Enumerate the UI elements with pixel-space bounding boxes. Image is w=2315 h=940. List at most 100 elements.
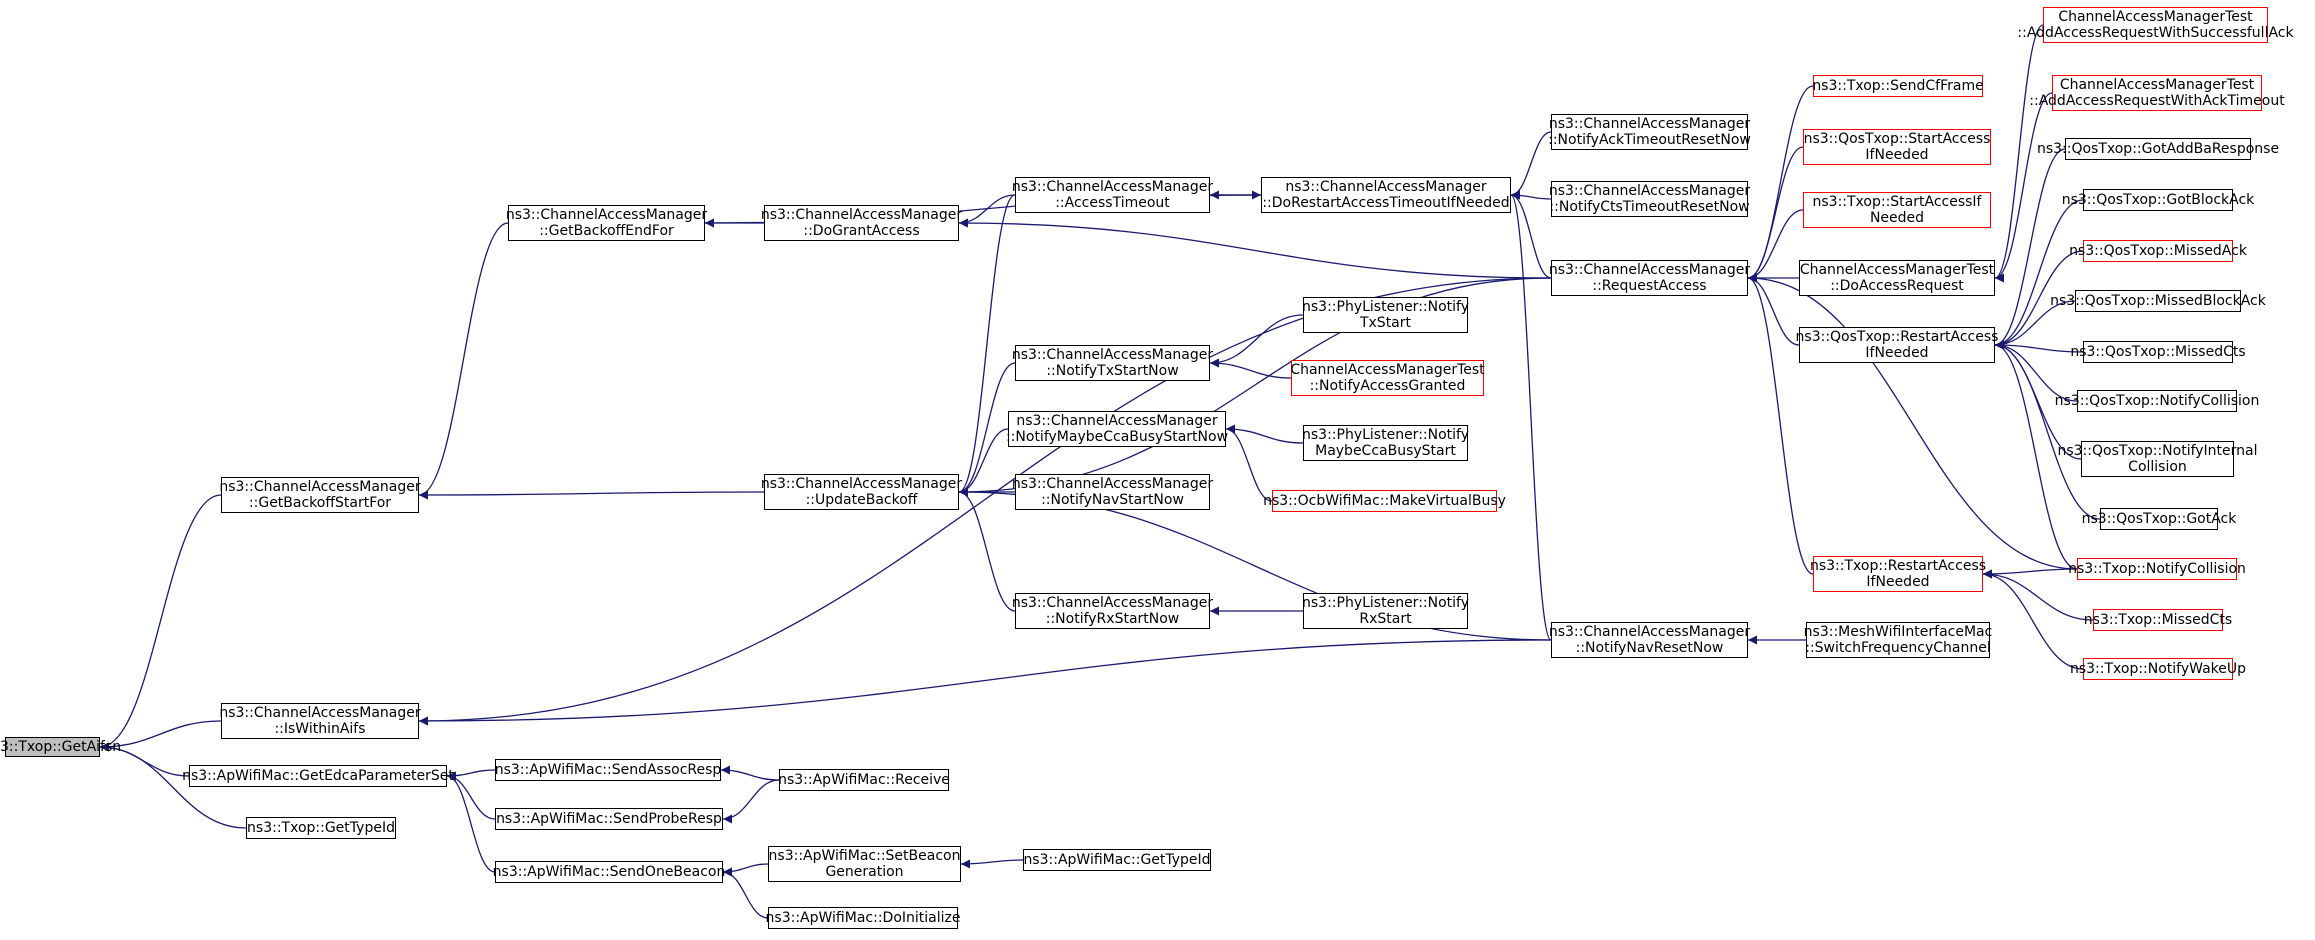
node-gbef[interactable]: ns3::ChannelAccessManager::GetBackoffEnd… [505,205,708,241]
node-txgti[interactable]: ns3::Txop::GetTypeId [246,817,396,839]
node-label: ns3::ChannelAccessManager [1011,179,1214,195]
node-label: ::AddAccessRequestWithAckTimeout [2029,93,2285,109]
edge-tsain-to-ra [1747,209,1804,283]
edge-spr-to-gepset [446,771,496,820]
edge-qgabr-to-qrain [1994,148,2066,350]
node-natrn[interactable]: ns3::ChannelAccessManager::NotifyAckTime… [1548,114,1751,150]
node-mwimsfc[interactable]: ns3::MeshWifiInterfaceMac::SwitchFrequen… [1804,622,1992,658]
edge-apgti-to-sbg [960,859,1024,869]
node-doi[interactable]: ns3::ApWifiMac::DoInitialize [765,907,961,929]
node-tnwu[interactable]: ns3::Txop::NotifyWakeUp [2070,658,2246,680]
node-gbsf[interactable]: ns3::ChannelAccessManager::GetBackoffSta… [219,477,421,513]
edge-tnwu-to-train [1982,569,2084,670]
node-at[interactable]: ns3::ChannelAccessManager::AccessTimeout [1011,177,1214,213]
node-label: ns3::Txop::SendCfFrame [1812,78,1984,94]
node-sob[interactable]: ns3::ApWifiMac::SendOneBeacon [493,861,725,883]
node-label: ns3::Txop::GetAifsn [0,739,122,755]
node-label: Needed [1869,210,1925,226]
node-label: ::NotifyAccessGranted [1309,378,1466,394]
edge-qsain-to-ra [1747,146,1804,283]
node-label: ns3::Txop::RestartAccess [1809,558,1987,574]
node-nmcbsn[interactable]: ns3::ChannelAccessManager::NotifyMaybeCc… [1006,411,1228,447]
node-nnsn[interactable]: ns3::ChannelAccessManager::NotifyNavStar… [1012,474,1213,510]
node-qma[interactable]: ns3::QosTxop::MissedAck [2069,240,2247,262]
edge-ub-to-gbsf [418,490,765,500]
edge-ra-to-dratin [1510,190,1552,279]
node-qgabr[interactable]: ns3::QosTxop::GotAddBaResponse [2037,138,2279,160]
edge-sob-to-gepset [446,771,496,873]
node-label: ChannelAccessManagerTest [2059,77,2255,93]
node-spr[interactable]: ns3::ApWifiMac::SendProbeResp [495,808,723,830]
node-label: IfNeeded [1866,574,1930,590]
node-label: ns3::ChannelAccessManager [505,207,708,223]
node-label: ns3::QosTxop::GotAck [2081,511,2237,527]
edge-qnc-to-qrain [1994,340,2078,402]
node-qmba[interactable]: ns3::QosTxop::MissedBlockAck [2050,290,2266,312]
edge-tnc-to-ra [1747,273,2078,570]
node-label: MaybeCcaBusyStart [1315,443,1456,459]
node-label: ns3::Txop::GetTypeId [247,820,395,836]
node-dratin[interactable]: ns3::ChannelAccessManager::DoRestartAcce… [1261,177,1511,213]
node-label: ns3::ApWifiMac::Receive [778,772,950,788]
node-ra[interactable]: ns3::ChannelAccessManager::RequestAccess [1549,260,1750,296]
edge-natrn-to-dratin [1510,131,1552,200]
node-owmmvb[interactable]: ns3::OcbWifiMac::MakeVirtualBusy [1263,490,1506,512]
node-label: ns3::ChannelAccessManager [1548,183,1751,199]
node-label: ::NotifyAckTimeoutResetNow [1548,132,1751,148]
node-label: ns3::ChannelAccessManager [1548,116,1751,132]
node-tmc[interactable]: ns3::Txop::MissedCts [2084,609,2232,631]
node-iwa[interactable]: ns3::ChannelAccessManager::IsWithinAifs [219,703,421,739]
node-camtsa[interactable]: ChannelAccessManagerTest::AddAccessReque… [2017,7,2294,43]
node-qnc[interactable]: ns3::QosTxop::NotifyCollision [2055,390,2259,412]
node-gepset[interactable]: ns3::ApWifiMac::GetEdcaParameterSet [182,765,454,787]
node-tnc[interactable]: ns3::Txop::NotifyCollision [2068,558,2246,580]
node-label: ns3::ApWifiMac::DoInitialize [765,910,961,926]
node-qmc[interactable]: ns3::QosTxop::MissedCts [2070,341,2246,363]
edge-camtsa-to-camtdar [1994,24,2044,283]
node-nctrn[interactable]: ns3::ChannelAccessManager::NotifyCtsTime… [1548,181,1751,217]
node-ub[interactable]: ns3::ChannelAccessManager::UpdateBackoff [760,474,963,510]
edge-iwa-to-root [99,720,222,752]
node-label: ::AccessTimeout [1055,195,1170,211]
node-qga[interactable]: ns3::QosTxop::GotAck [2082,508,2236,530]
edge-ntsn-to-ub [958,362,1016,497]
node-label: ns3::Txop::StartAccessIf [1812,194,1982,210]
edge-recv-to-sar [720,765,780,781]
node-camtnag[interactable]: ChannelAccessManagerTest::NotifyAccessGr… [1290,360,1485,396]
node-camtat[interactable]: ChannelAccessManagerTest::AddAccessReque… [2029,75,2285,111]
node-label: ::DoRestartAccessTimeoutIfNeeded [1262,195,1510,211]
node-apgti[interactable]: ns3::ApWifiMac::GetTypeId [1023,849,1211,871]
node-ntsn[interactable]: ns3::ChannelAccessManager::NotifyTxStart… [1012,345,1213,381]
node-label: ::UpdateBackoff [805,492,918,508]
edge-plnmcbs-to-nmcbsn [1225,424,1304,444]
node-nrsn[interactable]: ns3::ChannelAccessManager::NotifyRxStart… [1012,593,1213,629]
node-nnrn[interactable]: ns3::ChannelAccessManager::NotifyNavRese… [1549,622,1750,658]
node-dga[interactable]: ns3::ChannelAccessManager::DoGrantAccess [761,205,962,241]
node-camtdar[interactable]: ChannelAccessManagerTest::DoAccessReques… [1799,260,1995,296]
node-label: ns3::Txop::NotifyCollision [2068,561,2246,577]
node-label: ns3::QosTxop::NotifyCollision [2054,393,2260,409]
node-label: ::IsWithinAifs [274,721,366,737]
node-label: ns3::QosTxop::MissedBlockAck [2050,293,2266,309]
edge-sar-to-gepset [446,769,496,781]
edge-qga-to-qrain [1994,340,2101,520]
edge-nnrn-to-dratin [1510,190,1552,641]
node-label: ns3::ChannelAccessManager [760,476,963,492]
node-sar[interactable]: ns3::ApWifiMac::SendAssocResp [495,759,721,781]
node-qgba[interactable]: ns3::QosTxop::GotBlockAck [2062,189,2254,211]
node-label: TxStart [1359,315,1412,331]
edge-recv-to-spr [722,779,780,824]
node-recv[interactable]: ns3::ApWifiMac::Receive [778,769,950,791]
node-label: ::SwitchFrequencyChannel [1805,640,1991,656]
node-scf[interactable]: ns3::Txop::SendCfFrame [1812,75,1984,97]
edge-doi-to-sob [722,867,769,919]
